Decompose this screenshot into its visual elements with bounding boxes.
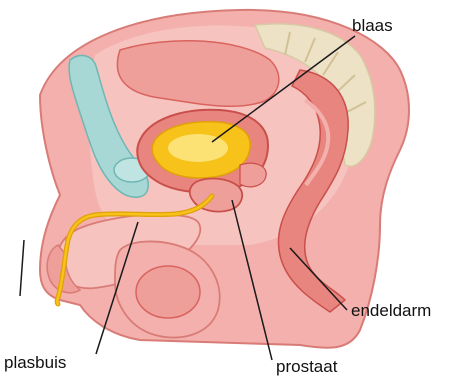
seminal-vesicle bbox=[240, 163, 266, 187]
bladder-urine-highlight bbox=[168, 134, 228, 162]
label-urethra: plasbuis bbox=[4, 354, 66, 371]
label-bladder: blaas bbox=[352, 17, 393, 34]
label-prostate: prostaat bbox=[276, 358, 337, 375]
testis bbox=[136, 266, 200, 318]
edge-mark bbox=[20, 240, 24, 296]
label-rectum: endeldarm bbox=[351, 302, 431, 319]
